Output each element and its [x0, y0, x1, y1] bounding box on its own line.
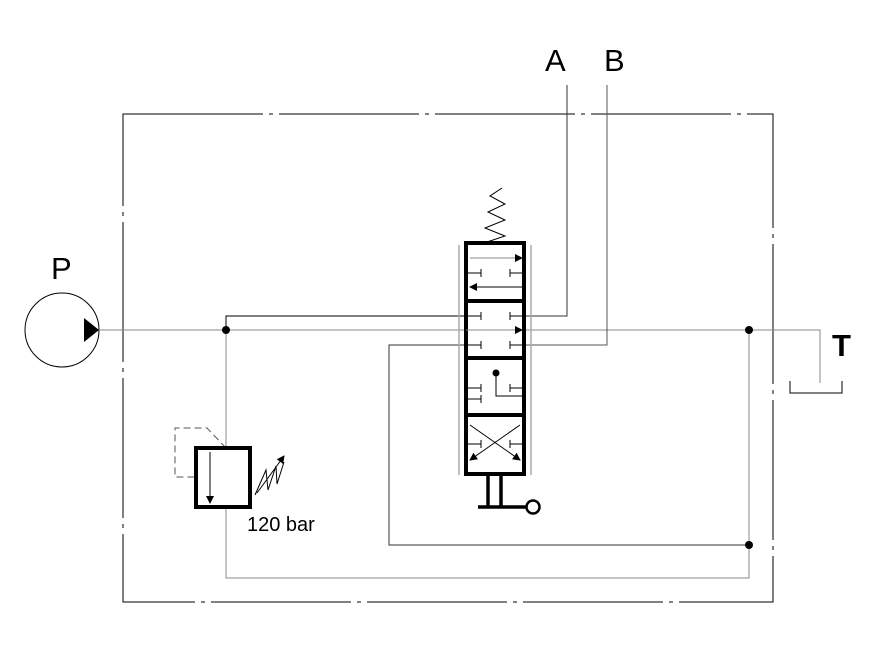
junction-dot — [222, 326, 230, 334]
junction-dot — [745, 326, 753, 334]
pressure-lines — [99, 329, 821, 579]
relief-setting-label: 120 bar — [247, 514, 315, 536]
spring-icon — [483, 187, 507, 243]
directional-valve — [458, 187, 532, 476]
pump-label: P — [51, 251, 72, 286]
port-a-label: A — [545, 43, 566, 78]
junction-dot — [745, 541, 753, 549]
assembly-boundary — [122, 113, 774, 603]
work-lines — [225, 85, 749, 546]
lever-actuator[interactable] — [478, 476, 541, 515]
pump-symbol — [24, 292, 100, 368]
port-b-label: B — [604, 43, 625, 78]
relief-valve — [174, 427, 285, 509]
tank-label: T — [832, 328, 851, 363]
tank-symbol — [789, 381, 843, 394]
